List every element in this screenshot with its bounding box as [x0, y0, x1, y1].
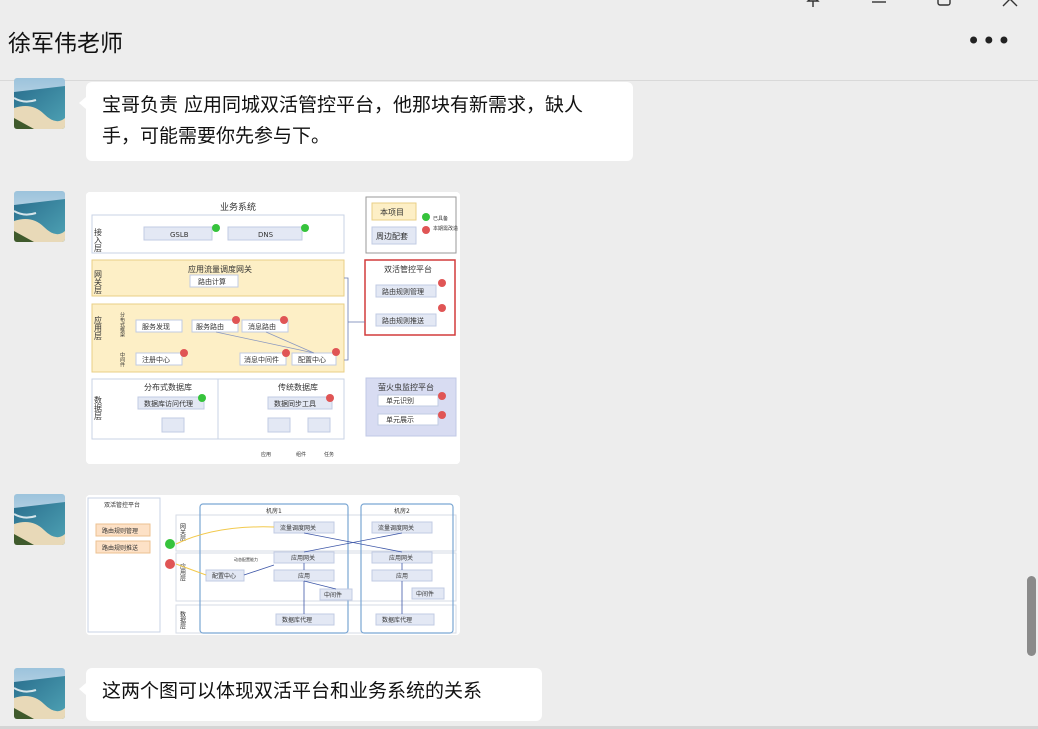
input-divider — [0, 726, 1038, 729]
avatar[interactable] — [14, 78, 65, 129]
svg-text:应用流量调度网关: 应用流量调度网关 — [188, 264, 252, 274]
avatar[interactable] — [14, 191, 65, 242]
image-message-architecture[interactable]: 业务系统 接入层 GSLB DNS 网关层 应用流量调度网关 路由计算 应用层 … — [86, 192, 460, 464]
maximize-icon[interactable] — [935, 0, 953, 13]
svg-text:路由规则管理: 路由规则管理 — [382, 287, 424, 296]
message-bubble: 宝哥负责 应用同城双活管控平台，他那块有新需求，缺人手，可能需要你先参与下。 — [79, 82, 633, 161]
svg-text:数据层: 数据层 — [94, 395, 103, 421]
layer-access: 接入层 — [94, 227, 103, 253]
svg-text:应用层: 应用层 — [94, 315, 103, 341]
svg-text:路由规则推送: 路由规则推送 — [382, 316, 424, 325]
svg-text:任务: 任务 — [324, 451, 334, 458]
svg-text:分布式框架: 分布式框架 — [119, 311, 125, 338]
close-icon[interactable] — [1001, 0, 1019, 13]
svg-text:应用层: 应用层 — [179, 562, 186, 582]
svg-text:本期需改造: 本期需改造 — [433, 225, 458, 232]
svg-text:数据库代理: 数据库代理 — [282, 616, 312, 624]
svg-text:配置中心: 配置中心 — [212, 572, 236, 580]
svg-text:单元展示: 单元展示 — [386, 415, 414, 424]
svg-text:动态配置能力: 动态配置能力 — [234, 556, 258, 562]
avatar[interactable] — [14, 494, 65, 545]
svg-text:中间件: 中间件 — [416, 590, 434, 598]
svg-text:数据同步工具: 数据同步工具 — [274, 399, 316, 408]
svg-text:流量调度网关: 流量调度网关 — [280, 524, 316, 532]
svg-text:萤火虫监控平台: 萤火虫监控平台 — [378, 382, 434, 392]
svg-text:组件: 组件 — [296, 451, 306, 458]
svg-text:应用: 应用 — [261, 451, 271, 458]
svg-text:服务路由: 服务路由 — [196, 322, 224, 331]
svg-text:路由规则管理: 路由规则管理 — [102, 527, 138, 535]
svg-text:数据层: 数据层 — [179, 610, 186, 630]
svg-text:DNS: DNS — [258, 231, 274, 239]
svg-text:应用: 应用 — [298, 572, 310, 580]
svg-text:消息路由: 消息路由 — [248, 322, 276, 331]
svg-text:双活管控平台: 双活管控平台 — [384, 264, 432, 274]
svg-text:配置中心: 配置中心 — [298, 355, 326, 364]
svg-text:路由规则推送: 路由规则推送 — [102, 544, 138, 552]
diagram1-title: 业务系统 — [220, 201, 256, 213]
more-options-button[interactable]: ••• — [966, 27, 1012, 55]
svg-text:中间件: 中间件 — [324, 591, 342, 599]
svg-text:已具备: 已具备 — [433, 215, 448, 222]
svg-text:本项目: 本项目 — [380, 207, 404, 217]
svg-text:数据库访问代理: 数据库访问代理 — [144, 399, 193, 408]
message-bubble: 这两个图可以体现双活平台和业务系统的关系 — [79, 668, 542, 721]
svg-text:GSLB: GSLB — [170, 231, 189, 239]
svg-text:传统数据库: 传统数据库 — [278, 382, 318, 392]
avatar[interactable] — [14, 668, 65, 719]
svg-text:应用: 应用 — [396, 572, 408, 580]
svg-text:网关层: 网关层 — [94, 270, 103, 295]
svg-text:消息中间件: 消息中间件 — [244, 355, 279, 364]
svg-text:应用网关: 应用网关 — [389, 554, 413, 562]
image-message-deployment[interactable]: 双活管控平台 路由规则管理 路由规则推送 网关层 应用层 数据层 机房1 机房2… — [86, 495, 460, 635]
svg-text:流量调度网关: 流量调度网关 — [378, 524, 414, 532]
pin-icon[interactable] — [804, 0, 822, 13]
svg-text:机房2: 机房2 — [394, 507, 410, 515]
svg-text:机房1: 机房1 — [266, 507, 282, 515]
svg-text:分布式数据库: 分布式数据库 — [144, 382, 192, 392]
svg-text:周边配套: 周边配套 — [376, 231, 408, 241]
svg-text:数据库代理: 数据库代理 — [382, 616, 412, 624]
minimize-icon[interactable] — [870, 0, 888, 13]
svg-text:应用网关: 应用网关 — [291, 554, 315, 562]
svg-text:单元识别: 单元识别 — [386, 396, 414, 405]
svg-text:路由计算: 路由计算 — [198, 277, 226, 286]
svg-text:网关层: 网关层 — [179, 523, 186, 542]
scrollbar-thumb[interactable] — [1027, 576, 1036, 656]
svg-text:注册中心: 注册中心 — [142, 355, 170, 364]
svg-text:双活管控平台: 双活管控平台 — [104, 501, 140, 509]
svg-text:服务发现: 服务发现 — [142, 322, 170, 331]
chat-header: 徐军伟老师 ••• — [0, 0, 1038, 81]
svg-text:中间件: 中间件 — [119, 351, 125, 368]
chat-title: 徐军伟老师 — [8, 31, 123, 57]
